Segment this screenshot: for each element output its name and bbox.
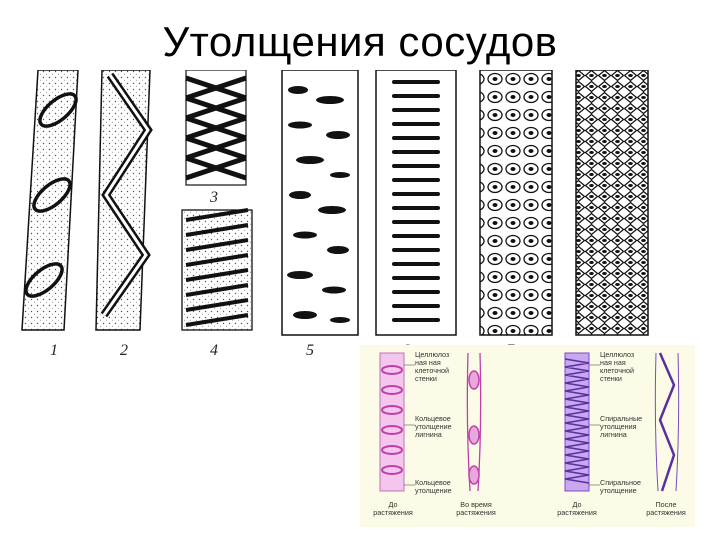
label-annular-lignin: Кольцевое утолщение лигнина: [415, 415, 452, 439]
reticulate-vessel: [282, 70, 358, 335]
annular-vessel: [21, 70, 82, 330]
page-title: Утолщения сосудов: [0, 18, 720, 66]
inset-drawing: [360, 345, 695, 527]
label-cellulose-wall-right: Целлюлоз ная ная клеточной стенки: [600, 351, 634, 383]
ladder-vessel: [376, 70, 456, 335]
double-spiral-vessel: [186, 70, 246, 185]
caption-after-stretch: После растяжения: [640, 501, 692, 517]
figure-number-2: 2: [120, 342, 128, 359]
figure-number-1: 1: [50, 342, 58, 359]
pitted-vessel: [480, 70, 552, 335]
spiral-vessel: [96, 70, 150, 330]
figure-number-4: 4: [210, 342, 218, 359]
caption-before-stretch-left: До растяжения: [368, 501, 418, 517]
thickening-inset-diagram: Целлюлоз ная ная клеточной стенки Кольце…: [360, 345, 695, 527]
label-cellulose-wall-left: Целлюлоз ная ная клеточной стенки: [415, 351, 449, 383]
bordered-pit-vessel: [576, 70, 648, 335]
caption-during-stretch: Во время растяжения: [448, 501, 504, 517]
label-spiral-lignin: Спиральные утолщения лигнина: [600, 415, 642, 439]
vessel-thickenings-drawing: 1 2 3 4 5 6 7: [0, 70, 720, 360]
caption-before-stretch-right: До растяжения: [552, 501, 602, 517]
label-spiral-thickening: Спиральное утолщение: [600, 479, 641, 495]
scalariform-vessel: [182, 210, 252, 330]
figure-number-5: 5: [306, 342, 314, 359]
figure-number-3: 3: [209, 189, 218, 206]
label-annular-thickening: Кольцевое утолщение: [415, 479, 452, 495]
